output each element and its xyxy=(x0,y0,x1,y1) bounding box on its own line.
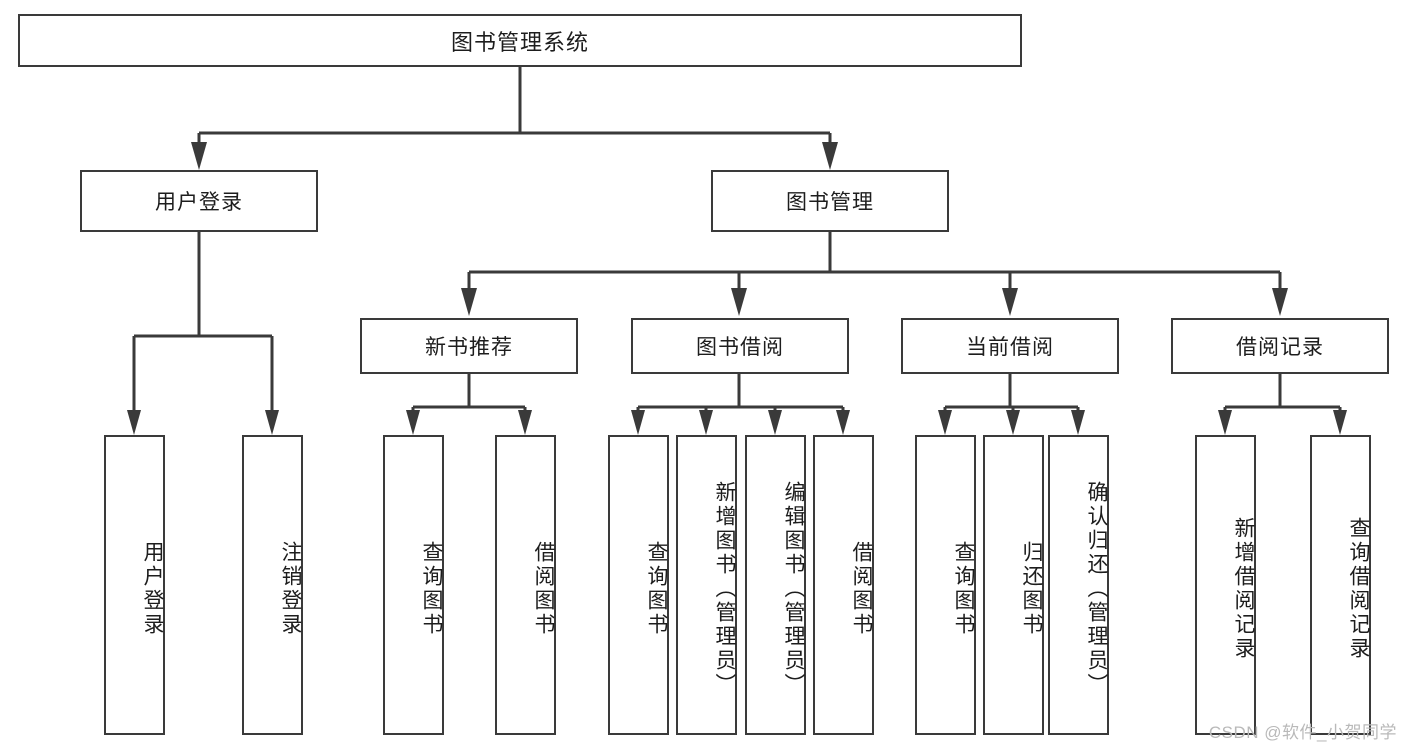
node-label: 用户登录 xyxy=(141,541,164,637)
node-label: 查询图书 xyxy=(420,541,443,637)
leaf-query-book-borrow[interactable]: 查询图书 xyxy=(608,435,669,735)
node-label: 借阅图书 xyxy=(532,541,555,637)
leaf-borrow-book-new-recommend[interactable]: 借阅图书 xyxy=(495,435,556,735)
node-label: 新书推荐 xyxy=(425,336,513,359)
node-root-book-management-system[interactable]: 图书管理系统 xyxy=(18,14,1022,67)
node-label: 查询借阅记录 xyxy=(1347,517,1370,661)
leaf-query-book-current[interactable]: 查询图书 xyxy=(915,435,976,735)
node-label: 注销登录 xyxy=(279,541,302,637)
node-label: 借阅记录 xyxy=(1236,336,1324,359)
leaf-query-book-new-recommend[interactable]: 查询图书 xyxy=(383,435,444,735)
node-current-borrow[interactable]: 当前借阅 xyxy=(901,318,1119,374)
node-label: 新增借阅记录 xyxy=(1232,517,1255,661)
leaf-borrow-book[interactable]: 借阅图书 xyxy=(813,435,874,735)
node-label: 新增图书（管理员） xyxy=(713,481,736,697)
leaf-add-book[interactable]: 新增图书（管理员） xyxy=(676,435,737,735)
leaf-add-borrow-record[interactable]: 新增借阅记录 xyxy=(1195,435,1256,735)
leaf-confirm-return[interactable]: 确认归还（管理员） xyxy=(1048,435,1109,735)
node-label: 图书管理系统 xyxy=(450,29,589,55)
leaf-user-login[interactable]: 用户登录 xyxy=(104,435,165,735)
node-borrow-record[interactable]: 借阅记录 xyxy=(1171,318,1389,374)
leaf-return-book[interactable]: 归还图书 xyxy=(983,435,1044,735)
node-label: 用户登录 xyxy=(155,191,243,214)
leaf-query-borrow-record[interactable]: 查询借阅记录 xyxy=(1310,435,1371,735)
leaf-edit-book[interactable]: 编辑图书（管理员） xyxy=(745,435,806,735)
node-label: 图书管理 xyxy=(786,191,874,214)
node-label: 当前借阅 xyxy=(966,336,1054,359)
node-label: 查询图书 xyxy=(645,541,668,637)
node-label: 借阅图书 xyxy=(850,541,873,637)
node-label: 归还图书 xyxy=(1020,541,1043,637)
node-label: 确认归还（管理员） xyxy=(1085,481,1108,697)
node-book-borrow[interactable]: 图书借阅 xyxy=(631,318,849,374)
node-label: 查询图书 xyxy=(952,541,975,637)
leaf-logout[interactable]: 注销登录 xyxy=(242,435,303,735)
node-user-login[interactable]: 用户登录 xyxy=(80,170,318,232)
node-label: 图书借阅 xyxy=(696,336,784,359)
node-new-book-recommend[interactable]: 新书推荐 xyxy=(360,318,578,374)
node-book-management[interactable]: 图书管理 xyxy=(711,170,949,232)
node-label: 编辑图书（管理员） xyxy=(782,481,805,697)
